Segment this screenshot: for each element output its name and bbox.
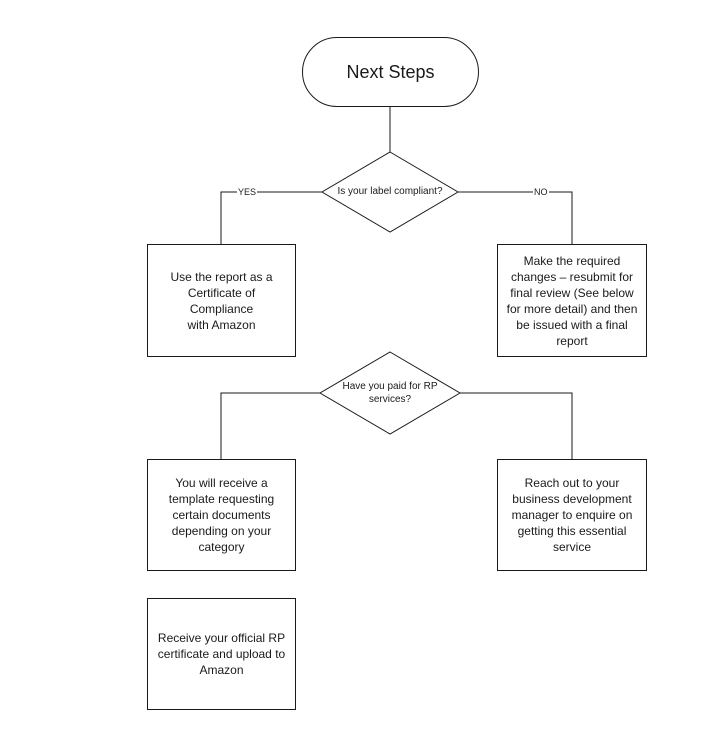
paid-outcome-box: You will receive a template requesting c…: [147, 459, 296, 571]
start-terminal: Next Steps: [302, 37, 479, 107]
not-paid-outcome-box: Reach out to your business development m…: [497, 459, 647, 571]
yes-edge-label: YES: [237, 187, 258, 197]
decision1-diamond: [321, 151, 459, 233]
start-label: Next Steps: [346, 61, 435, 82]
connector-yes-branch: [220, 191, 322, 244]
decision2-question: Have you paid for RP services?: [342, 381, 438, 405]
connector-no-branch: [458, 191, 573, 244]
final-step-box: Receive your official RP certificate and…: [147, 598, 296, 710]
decision1-question: Is your label compliant?: [337, 186, 443, 197]
decision2-diamond: [319, 351, 461, 435]
no-edge-label: NO: [533, 187, 549, 197]
no-outcome-box: Make the required changes – resubmit for…: [497, 244, 647, 357]
connector-not-paid-branch: [460, 392, 573, 459]
yes-outcome-box: Use the report as a Certificate of Compl…: [147, 244, 296, 357]
connector-paid-branch: [220, 392, 320, 459]
